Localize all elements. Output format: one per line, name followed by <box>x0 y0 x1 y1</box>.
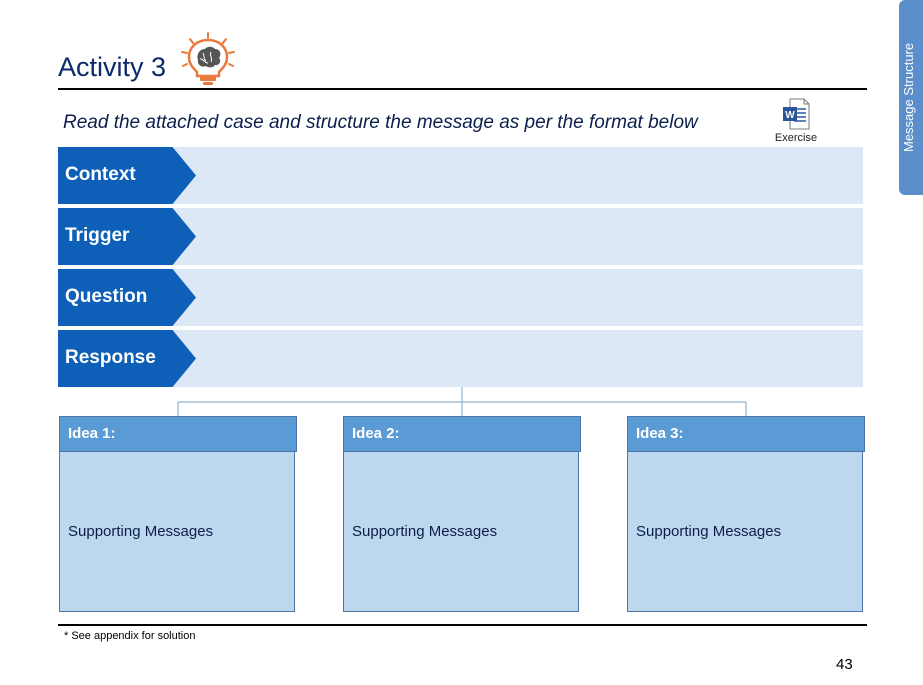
context-label: Context <box>65 164 136 185</box>
footnote: * See appendix for solution <box>64 630 196 642</box>
trigger-chevron: Trigger <box>58 208 196 265</box>
title-divider <box>58 88 867 90</box>
idea-header-3: Idea 3: <box>627 416 865 452</box>
question-label: Question <box>65 286 148 307</box>
idea-header-2: Idea 2: <box>343 416 581 452</box>
context-chevron: Context <box>58 147 196 204</box>
idea-title-1: Idea 1: <box>68 425 116 442</box>
idea-header-1: Idea 1: <box>59 416 297 452</box>
page-number: 43 <box>836 656 853 673</box>
idea-body-1: Supporting Messages <box>68 523 214 540</box>
svg-text:W: W <box>785 110 795 121</box>
response-label: Response <box>65 347 156 368</box>
idea-box-1: Idea 1: Supporting Messages <box>59 416 297 612</box>
response-chevron: Response <box>58 330 196 387</box>
exercise-attachment[interactable]: W Exercise <box>772 98 820 148</box>
trigger-label: Trigger <box>65 225 130 246</box>
slide-title: Activity 3 <box>58 52 167 82</box>
instruction-text: Read the attached case and structure the… <box>63 112 698 133</box>
side-tab-message-structure[interactable]: Message Structure <box>899 0 923 195</box>
idea-title-2: Idea 2: <box>352 425 400 442</box>
side-tab-label: Message Structure <box>901 42 916 152</box>
footer-divider <box>58 624 867 626</box>
question-chevron: Question <box>58 269 196 326</box>
lightbulb-brain-icon <box>181 32 235 85</box>
word-document-icon: W <box>783 98 810 130</box>
idea-body-2: Supporting Messages <box>352 523 498 540</box>
idea-body-3: Supporting Messages <box>636 523 782 540</box>
idea-box-3: Idea 3: Supporting Messages <box>627 416 865 612</box>
idea-title-3: Idea 3: <box>636 425 684 442</box>
exercise-label: Exercise <box>774 132 818 144</box>
idea-box-2: Idea 2: Supporting Messages <box>343 416 581 612</box>
